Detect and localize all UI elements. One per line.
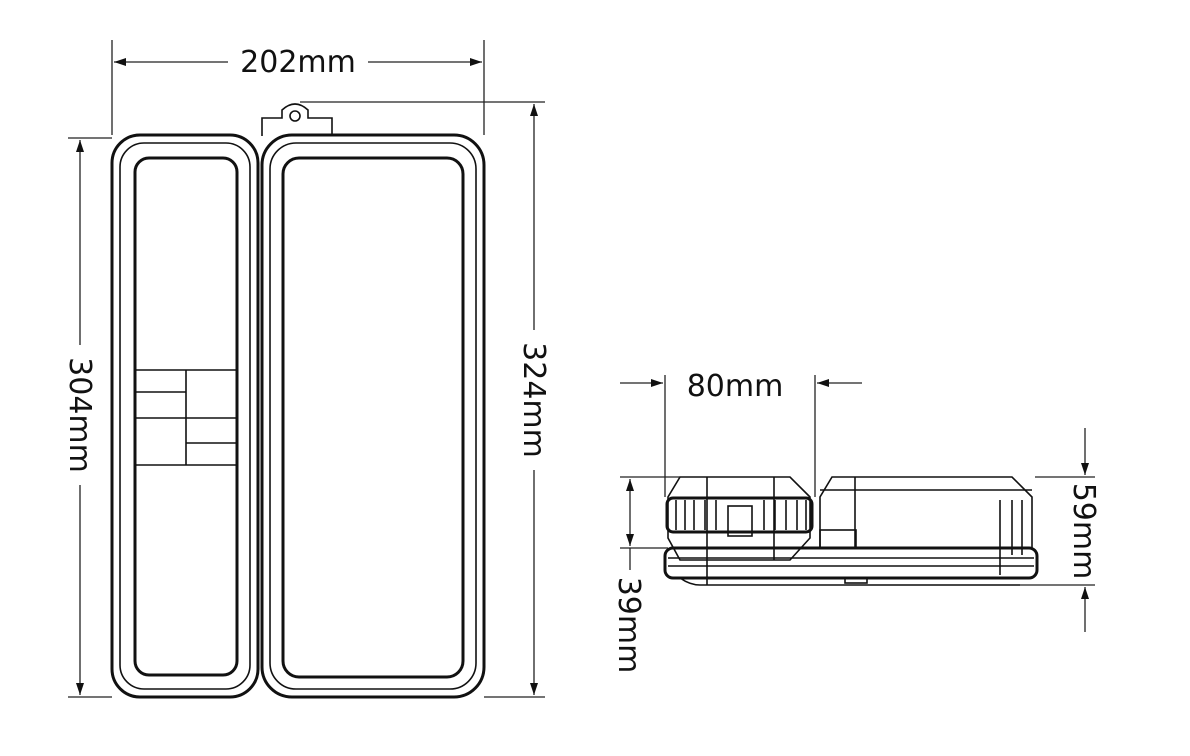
side-base	[663, 546, 1039, 580]
dim-height-total: 324mm	[300, 101, 551, 698]
dim-body-thickness: 39mm	[611, 476, 680, 674]
button-grid	[135, 369, 237, 466]
label-324mm: 324mm	[516, 342, 551, 458]
hinge-tab	[261, 103, 333, 136]
dim-height-body: 304mm	[62, 137, 112, 698]
knob-grip	[665, 496, 814, 534]
left-panel-outer	[110, 133, 260, 699]
label-59mm: 59mm	[1066, 483, 1101, 580]
label-202mm: 202mm	[240, 45, 356, 80]
dim-width: 202mm	[111, 40, 485, 135]
label-304mm: 304mm	[62, 357, 97, 473]
right-panel-inner	[281, 156, 465, 679]
label-39mm: 39mm	[611, 577, 646, 674]
right-panel-outer	[260, 133, 486, 699]
label-80mm: 80mm	[687, 369, 784, 404]
side-view	[663, 476, 1039, 586]
front-view	[110, 103, 486, 699]
dim-total-thickness: 59mm	[870, 428, 1101, 632]
left-panel-inner	[133, 156, 239, 677]
